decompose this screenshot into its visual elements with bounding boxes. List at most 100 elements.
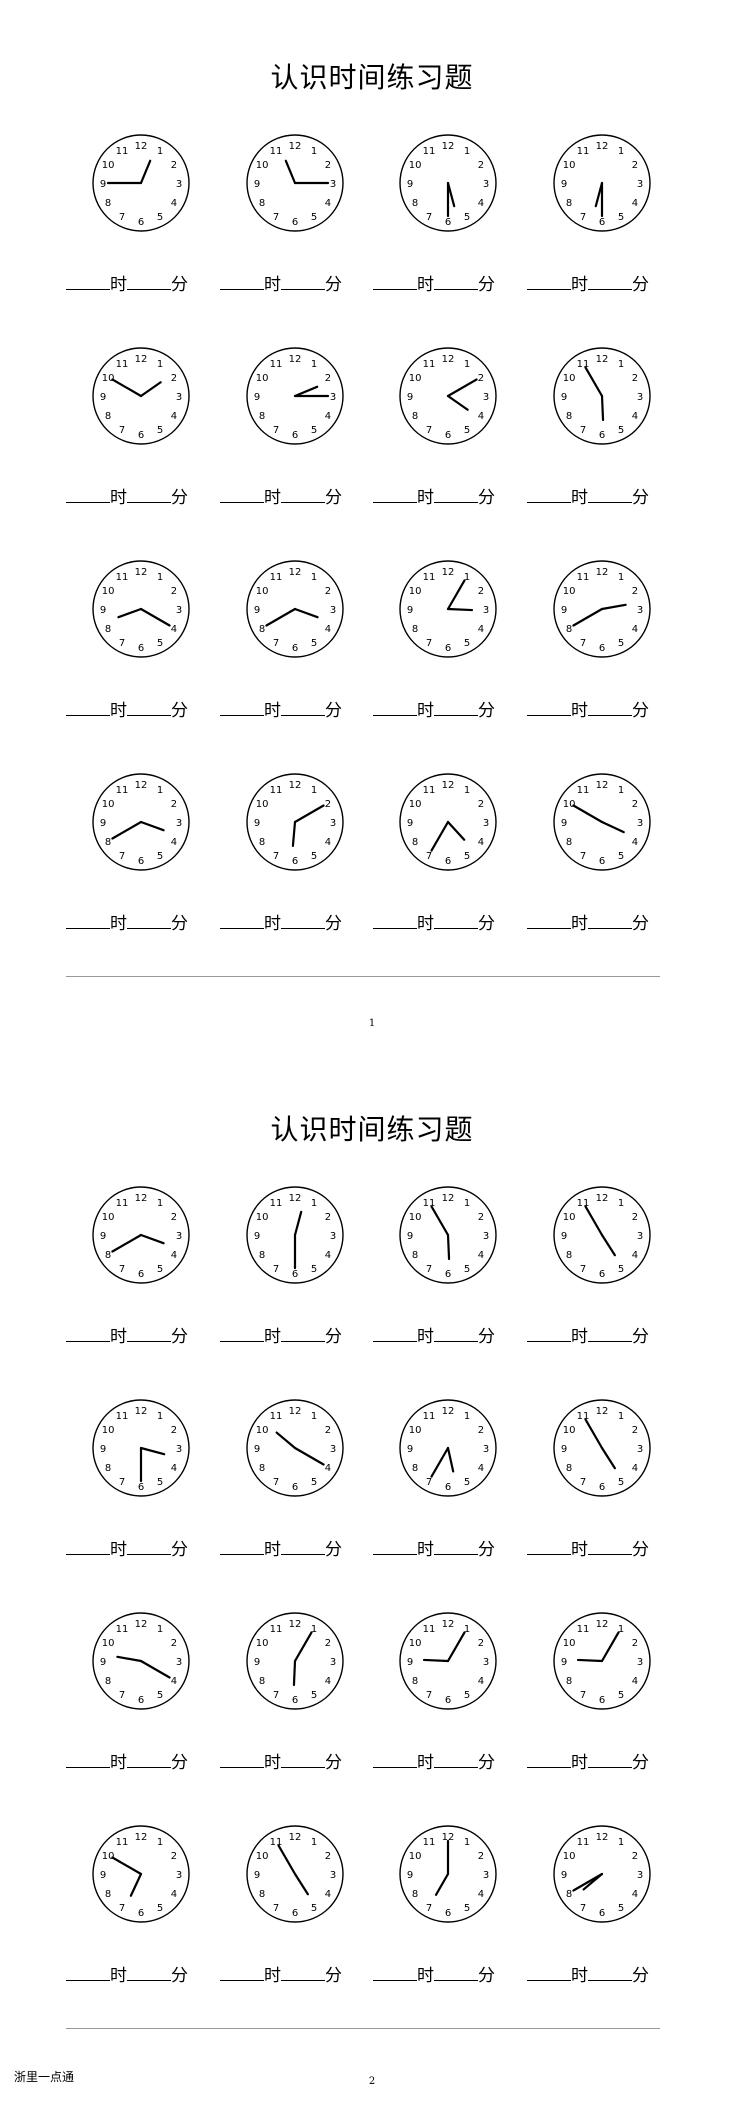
minute-blank[interactable] — [434, 275, 478, 290]
minute-blank[interactable] — [588, 701, 632, 716]
clock-numeral: 4 — [171, 1889, 177, 1900]
minute-blank[interactable] — [434, 914, 478, 929]
hour-blank[interactable] — [220, 701, 264, 716]
hour-blank[interactable] — [66, 275, 110, 290]
clock-numeral: 5 — [157, 212, 163, 223]
hour-hand — [139, 381, 162, 398]
hour-blank[interactable] — [220, 1327, 264, 1342]
clock-numeral: 10 — [563, 586, 576, 597]
clock-numeral: 4 — [171, 411, 177, 422]
clock-numeral: 5 — [618, 212, 624, 223]
hour-blank[interactable] — [220, 1753, 264, 1768]
clock-numeral: 1 — [464, 1837, 470, 1848]
hour-blank[interactable] — [527, 1540, 571, 1555]
minute-blank[interactable] — [588, 1540, 632, 1555]
clock-numeral: 7 — [426, 1264, 432, 1275]
hour-blank[interactable] — [527, 1966, 571, 1981]
minute-blank[interactable] — [281, 914, 325, 929]
clock-numeral: 10 — [102, 1851, 115, 1862]
minute-blank[interactable] — [127, 1753, 171, 1768]
hour-blank[interactable] — [373, 1753, 417, 1768]
clock-numeral: 12 — [289, 141, 302, 152]
hour-blank[interactable] — [66, 1753, 110, 1768]
hour-blank[interactable] — [66, 914, 110, 929]
clock-numeral: 2 — [171, 1425, 177, 1436]
hour-blank[interactable] — [373, 701, 417, 716]
minute-blank[interactable] — [588, 914, 632, 929]
hour-blank[interactable] — [66, 1540, 110, 1555]
minute-blank[interactable] — [434, 1540, 478, 1555]
minute-blank[interactable] — [588, 1327, 632, 1342]
minute-blank[interactable] — [281, 275, 325, 290]
hour-blank[interactable] — [527, 701, 571, 716]
clock-numeral: 7 — [580, 1903, 586, 1914]
minute-blank[interactable] — [127, 914, 171, 929]
hour-hand — [600, 1446, 616, 1470]
hour-blank[interactable] — [373, 1540, 417, 1555]
hour-hand — [594, 181, 604, 208]
clock-numeral: 8 — [412, 411, 418, 422]
clock-numeral: 1 — [157, 359, 163, 370]
hour-blank[interactable] — [220, 488, 264, 503]
clock-numeral: 2 — [325, 1212, 331, 1223]
clock-numeral: 1 — [311, 359, 317, 370]
minute-blank[interactable] — [127, 1966, 171, 1981]
hour-blank[interactable] — [66, 488, 110, 503]
hour-blank[interactable] — [66, 1327, 110, 1342]
hour-blank[interactable] — [527, 1753, 571, 1768]
hour-blank[interactable] — [373, 488, 417, 503]
hour-blank[interactable] — [373, 1966, 417, 1981]
minute-blank[interactable] — [434, 1966, 478, 1981]
clock-numeral: 2 — [171, 373, 177, 384]
minute-blank[interactable] — [127, 1327, 171, 1342]
minute-blank[interactable] — [281, 1753, 325, 1768]
minute-blank[interactable] — [127, 488, 171, 503]
hour-blank[interactable] — [220, 914, 264, 929]
minute-blank[interactable] — [127, 701, 171, 716]
minute-blank[interactable] — [434, 1753, 478, 1768]
hour-blank[interactable] — [66, 1966, 110, 1981]
minute-blank[interactable] — [281, 701, 325, 716]
minute-blank[interactable] — [127, 275, 171, 290]
minute-blank[interactable] — [588, 488, 632, 503]
minute-label: 分 — [325, 488, 342, 508]
hour-blank[interactable] — [527, 488, 571, 503]
hour-blank[interactable] — [373, 914, 417, 929]
minute-blank[interactable] — [588, 275, 632, 290]
minute-blank[interactable] — [281, 488, 325, 503]
minute-blank[interactable] — [434, 1327, 478, 1342]
minute-blank[interactable] — [434, 488, 478, 503]
hour-blank[interactable] — [66, 701, 110, 716]
clock-numeral: 7 — [273, 1264, 279, 1275]
hour-blank[interactable] — [527, 1327, 571, 1342]
hour-blank[interactable] — [220, 275, 264, 290]
minute-blank[interactable] — [281, 1966, 325, 1981]
hour-blank[interactable] — [373, 275, 417, 290]
clock-numeral: 5 — [464, 212, 470, 223]
answer-line: 时分 — [373, 483, 523, 508]
hour-blank[interactable] — [220, 1540, 264, 1555]
hour-hand — [600, 820, 625, 834]
minute-blank[interactable] — [434, 701, 478, 716]
minute-blank[interactable] — [281, 1540, 325, 1555]
hour-label: 时 — [571, 488, 588, 508]
clock-numeral: 12 — [596, 1619, 609, 1630]
hour-blank[interactable] — [373, 1327, 417, 1342]
minute-blank[interactable] — [127, 1540, 171, 1555]
minute-label: 分 — [632, 275, 649, 295]
minute-blank[interactable] — [281, 1327, 325, 1342]
clock-numeral: 2 — [171, 1851, 177, 1862]
clock-numeral: 9 — [254, 1870, 260, 1881]
minute-blank[interactable] — [588, 1753, 632, 1768]
clock-numeral: 2 — [478, 160, 484, 171]
clock-numeral: 9 — [100, 179, 106, 190]
minute-blank[interactable] — [588, 1966, 632, 1981]
clock-numeral: 11 — [577, 785, 590, 796]
hour-blank[interactable] — [527, 275, 571, 290]
clock-numeral: 6 — [138, 217, 144, 228]
hour-blank[interactable] — [220, 1966, 264, 1981]
hour-blank[interactable] — [527, 914, 571, 929]
